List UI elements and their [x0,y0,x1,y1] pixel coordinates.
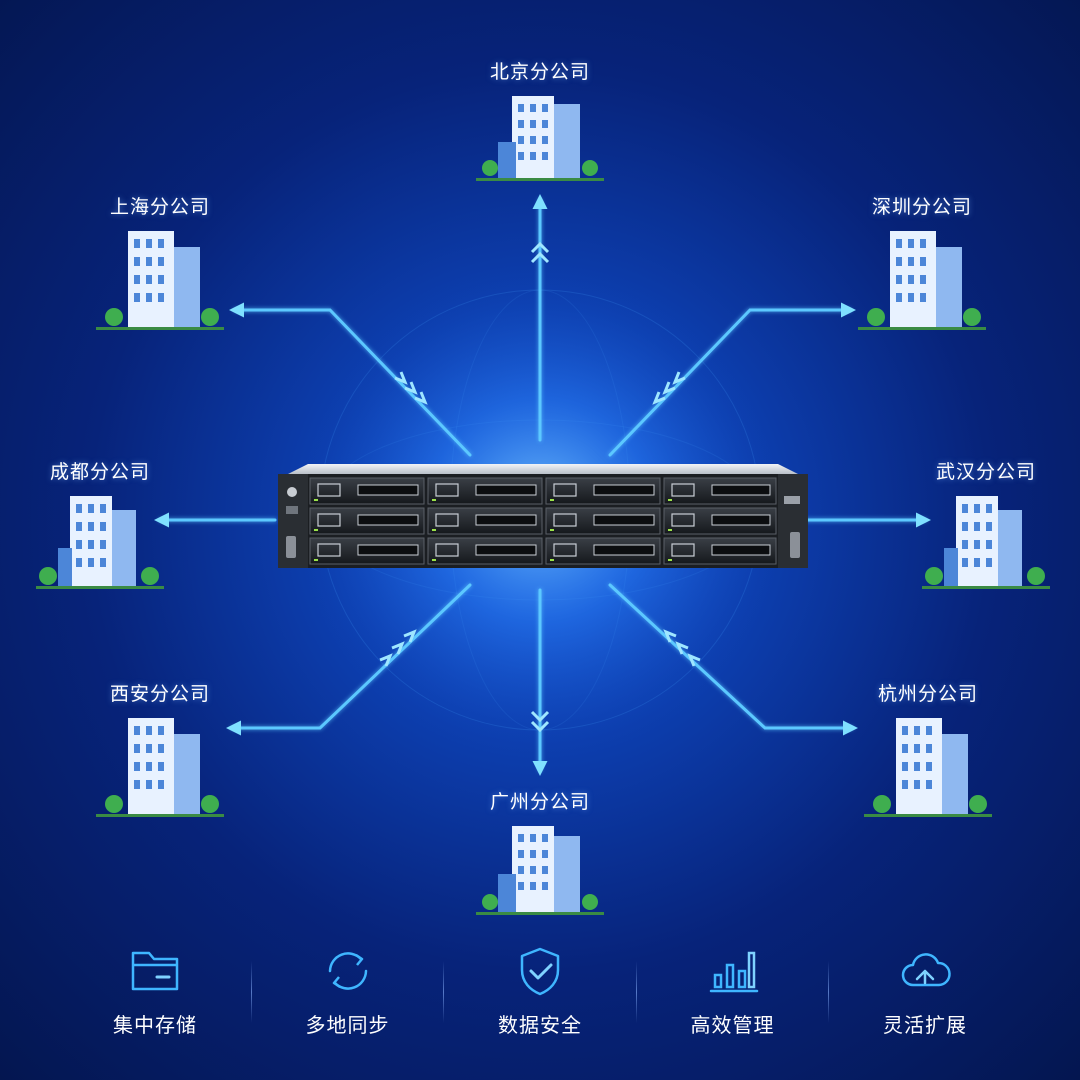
office-label: 北京分公司 [489,61,590,83]
bar-chart-icon [709,951,758,993]
office-label: 武汉分公司 [935,461,1036,483]
building-icon [476,96,604,181]
divider [635,961,637,1023]
feature-label: 灵活扩展 [883,1013,967,1037]
feature-label: 高效管理 [690,1013,775,1037]
divider [828,961,830,1023]
office-chengdu: 成都分公司 [20,460,180,620]
feature-efficient-management: 高效管理 [658,945,808,1038]
cloud-icon [901,953,951,987]
building-icon [96,231,224,330]
feature-data-security: 数据安全 [465,945,615,1038]
office-hangzhou: 杭州分公司 [848,682,1008,842]
nas-server [278,464,808,568]
building-icon [858,231,986,330]
office-label: 广州分公司 [489,791,590,813]
feature-centralized-storage: 集中存储 [80,945,230,1038]
office-guangzhou: 广州分公司 [460,790,620,950]
office-label: 深圳分公司 [871,196,972,218]
shield-check-icon [520,947,560,996]
line-hangzhou [608,583,858,736]
line-shenzhen [608,302,856,457]
building-icon [96,718,224,817]
building-icon [36,496,164,589]
office-xian: 西安分公司 [80,682,240,842]
feature-label: 数据安全 [498,1013,582,1037]
office-shenzhen: 深圳分公司 [842,195,1002,355]
folder-icon [131,951,179,991]
building-icon [922,496,1050,589]
feature-bar: 集中存储 多地同步 数据安全 [80,945,1000,1045]
office-wuhan: 武汉分公司 [906,460,1066,620]
line-xian [226,583,472,736]
divider [250,961,252,1023]
feature-label: 集中存储 [113,1013,197,1037]
divider [443,961,445,1023]
office-beijing: 北京分公司 [460,60,620,220]
drive-bays [309,477,777,565]
feature-label: 多地同步 [305,1013,390,1037]
building-icon [476,826,604,915]
office-shanghai: 上海分公司 [80,195,240,355]
office-label: 西安分公司 [109,683,210,705]
line-shanghai [229,302,472,457]
office-label: 杭州分公司 [877,683,978,705]
office-label: 上海分公司 [109,196,210,218]
flow-chevrons [379,241,701,733]
office-label: 成都分公司 [49,461,150,483]
feature-flexible-expansion: 灵活扩展 [850,945,1000,1038]
feature-multi-site-sync: 多地同步 [273,945,423,1038]
sync-icon [328,952,367,990]
building-icon [864,718,992,817]
